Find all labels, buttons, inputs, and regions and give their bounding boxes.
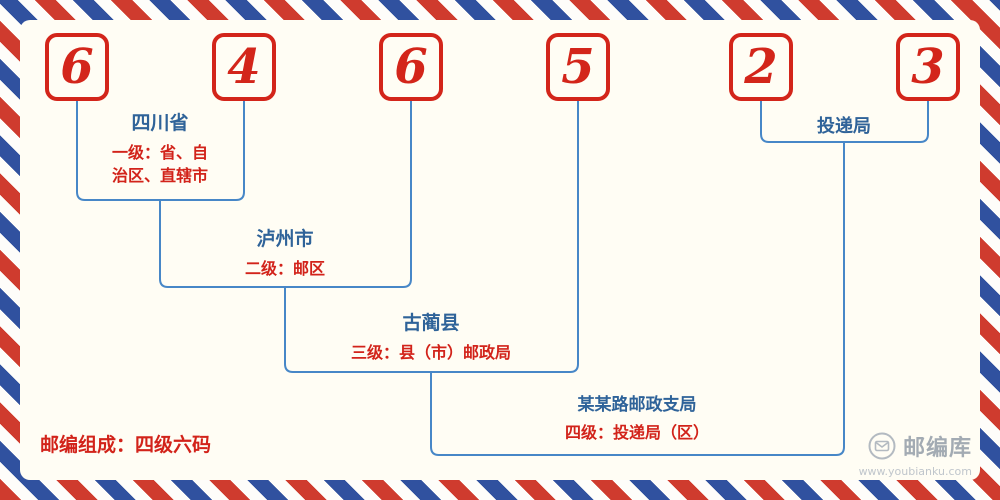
annotation-level4: 某某路邮政支局 四级：投递局（区） xyxy=(487,395,787,445)
annotation-level3: 古蔺县 三级：县（市）邮政局 xyxy=(281,312,581,364)
digit-3: 6 xyxy=(394,39,428,95)
level2-name: 泸州市 xyxy=(256,228,314,250)
digit-2: 4 xyxy=(227,39,261,95)
annotation-delivery-office: 投递局 xyxy=(764,112,924,138)
level1-desc-line2: 治区、直辖市 xyxy=(111,165,208,185)
annotation-level1: 四川省 一级：省、自 治区、直辖市 xyxy=(60,112,260,187)
digit-box-6: 3 xyxy=(896,33,960,101)
level4-name: 某某路邮政支局 xyxy=(577,395,697,415)
level1-desc-line1: 一级：省、自 xyxy=(111,142,208,162)
level3-name: 古蔺县 xyxy=(402,312,460,334)
level3-desc: 三级：县（市）邮政局 xyxy=(350,342,511,362)
digit-box-5: 2 xyxy=(729,33,793,101)
digit-box-1: 6 xyxy=(45,33,109,101)
level2-desc: 二级：邮区 xyxy=(244,258,325,278)
level1-desc: 一级：省、自 治区、直辖市 xyxy=(60,141,260,187)
digit-1: 6 xyxy=(60,39,94,95)
composition-note: 邮编组成：四级六码 xyxy=(40,434,212,456)
delivery-office-name: 投递局 xyxy=(817,116,871,137)
brand-name: 邮编库 xyxy=(902,436,972,461)
level4-desc: 四级：投递局（区） xyxy=(564,423,709,443)
level1-name: 四川省 xyxy=(131,112,189,134)
digit-box-4: 5 xyxy=(546,33,610,101)
digit-4: 5 xyxy=(561,39,595,95)
digit-6: 3 xyxy=(911,39,945,95)
annotation-level2: 泸州市 二级：邮区 xyxy=(185,228,385,280)
digit-box-3: 6 xyxy=(379,33,443,101)
brand-watermark: 邮编库 www.youbianku.com xyxy=(859,430,972,478)
digit-box-2: 4 xyxy=(212,33,276,101)
digit-5: 2 xyxy=(744,39,778,95)
brand-website: www.youbianku.com xyxy=(858,465,972,478)
envelope-logo-icon xyxy=(868,432,896,460)
